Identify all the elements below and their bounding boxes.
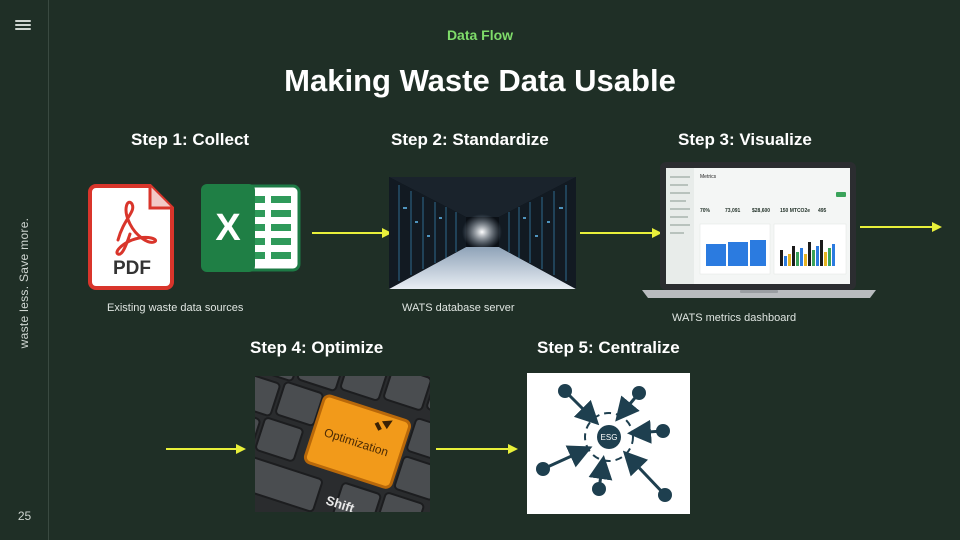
step-3-caption: WATS metrics dashboard: [672, 312, 797, 324]
step-4-heading: Step 4: Optimize: [250, 338, 384, 357]
optimization-keyboard-image: Optimization Shift: [255, 376, 430, 512]
svg-text:ESG: ESG: [601, 433, 618, 442]
svg-text:73,091: 73,091: [725, 208, 741, 214]
svg-text:X: X: [215, 207, 241, 249]
step-1-heading: Step 1: Collect: [131, 130, 250, 149]
svg-text:495: 495: [818, 208, 827, 214]
svg-text:$28,600: $28,600: [752, 208, 770, 214]
excel-file-icon: X: [199, 180, 301, 275]
flow-arrow-2-3: [580, 227, 662, 239]
flow-arrow-1-2: [312, 227, 392, 239]
slide-title: Making Waste Data Usable: [284, 63, 676, 98]
server-room-image: [389, 177, 576, 289]
svg-text:70%: 70%: [700, 208, 711, 214]
step-1-caption: Existing waste data sources: [107, 302, 244, 314]
step-5-heading: Step 5: Centralize: [537, 338, 680, 357]
step-2-caption: WATS database server: [402, 302, 515, 314]
flow-arrow-3-next: [860, 221, 942, 233]
pdf-file-icon: PDF: [88, 182, 177, 290]
step-2-heading: Step 2: Standardize: [391, 130, 549, 149]
flow-arrow-4-5: [436, 443, 518, 455]
page-number: 25: [17, 509, 32, 523]
svg-text:Metrics: Metrics: [700, 174, 717, 180]
side-rail: waste less. Save more. 25: [0, 0, 49, 540]
section-kicker: Data Flow: [446, 27, 514, 43]
brand-tagline: waste less. Save more.: [17, 217, 31, 349]
hamburger-menu-icon[interactable]: [15, 18, 31, 32]
svg-text:150 MTCO2e: 150 MTCO2e: [780, 208, 810, 214]
flow-arrow-into-4: [166, 443, 246, 455]
svg-text:PDF: PDF: [113, 258, 151, 279]
step-3-heading: Step 3: Visualize: [678, 130, 812, 149]
laptop-dashboard-image: Metrics 70% 73,091 $28,600 150 MTCO2e 49…: [640, 162, 878, 300]
esg-hub-diagram: ESG: [527, 373, 690, 514]
